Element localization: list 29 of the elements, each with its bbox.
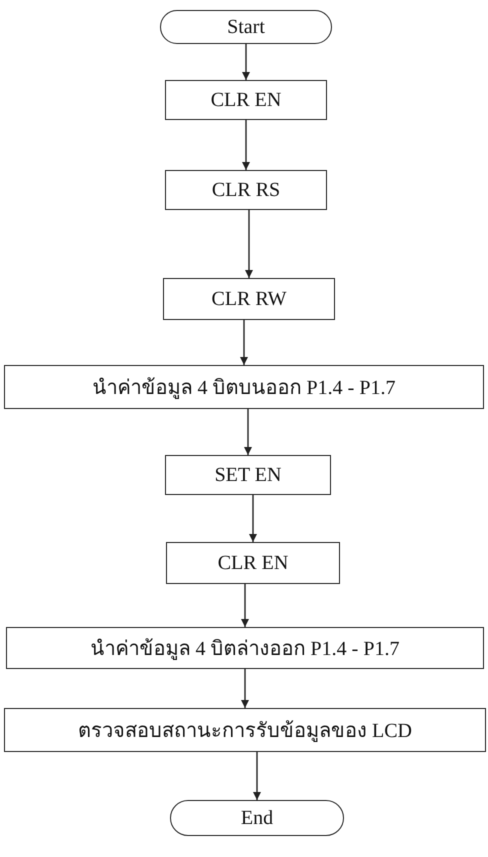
process-box — [163, 278, 335, 320]
node-label: ตรวจสอบสถานะการรับข้อมูลของ LCD — [78, 719, 412, 744]
process-box — [166, 542, 340, 584]
process-box — [4, 708, 486, 752]
arrow — [241, 669, 249, 708]
arrow — [244, 409, 252, 455]
process-box — [165, 170, 327, 210]
node-label: CLR RW — [211, 288, 286, 310]
process-box — [4, 365, 484, 409]
arrow — [249, 495, 257, 542]
arrow — [241, 584, 249, 627]
terminal-shape — [160, 10, 332, 44]
node-label: CLR EN — [210, 88, 282, 112]
node-label: นำค่าข้อมูล 4 บิตล่างออก P1.4 - P1.7 — [90, 637, 400, 662]
arrow — [253, 752, 261, 800]
node-label: End — [240, 806, 274, 830]
node-label: CLR EN — [218, 552, 288, 574]
node-label: Start — [227, 16, 265, 38]
arrow — [240, 320, 248, 365]
node-label: CLR RS — [212, 178, 280, 202]
process-box — [6, 627, 484, 669]
arrow — [245, 210, 253, 278]
node-label: SET EN — [214, 464, 282, 486]
node-label: นำค่าข้อมูล 4 บิตบนออก P1.4 - P1.7 — [92, 376, 396, 401]
terminal-shape — [170, 800, 344, 836]
process-box — [165, 80, 327, 120]
arrow — [242, 120, 250, 170]
arrow — [242, 44, 250, 80]
process-box — [165, 455, 331, 495]
